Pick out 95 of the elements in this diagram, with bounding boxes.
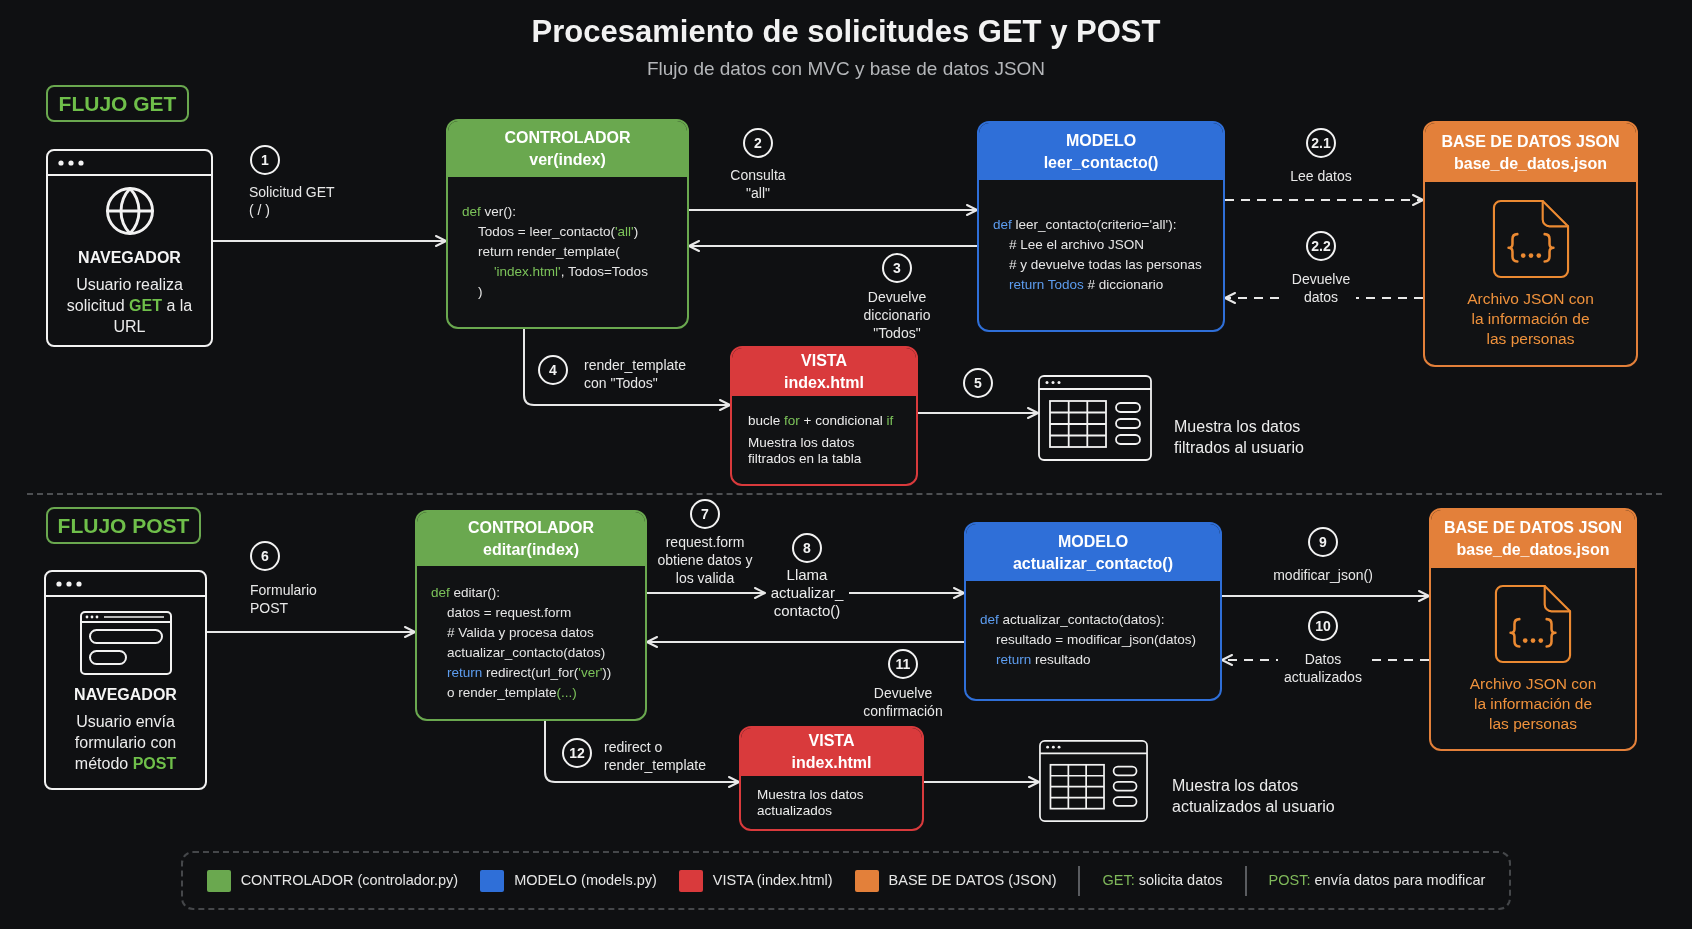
step-text: Llama actualizar_ contacto() (765, 566, 849, 622)
code-line: def ver(): (462, 203, 518, 221)
code-line: return render_template( (477, 243, 621, 261)
code-line: datos = request.form (446, 603, 573, 622)
database-description: Archivo JSON con la información de las personas (1466, 288, 1595, 349)
arrow (646, 636, 965, 648)
arrow (1221, 590, 1430, 602)
table-window-picture (1038, 375, 1152, 461)
code-line: 'index.html', Todos=Todos (493, 263, 649, 281)
function-name: ver(index) (529, 150, 606, 170)
code-line: # Valida y procesa datos (446, 623, 595, 642)
browser-title: NAVEGADOR (74, 685, 177, 705)
code-line: return resultado (995, 651, 1092, 669)
function-name: index.html (791, 753, 872, 773)
model-box (977, 121, 1225, 332)
controller-box (446, 119, 689, 329)
view-description: Muestra los datos filtrados en la tabla (748, 435, 863, 467)
code-line: resultado = modificar_json(datos) (995, 631, 1197, 649)
view-description: Muestra los datos actualizados (757, 786, 865, 819)
arrow (848, 587, 965, 599)
flow-badge: FLUJO POST (46, 507, 201, 544)
step-number: 8 (792, 533, 822, 563)
box-title: CONTROLADOR (467, 518, 595, 538)
code-line: o render_template(...) (446, 683, 578, 702)
view-description: bucle for + condicional if (748, 413, 895, 429)
arrow (688, 240, 978, 252)
function-name: base_de_datos.json (1454, 153, 1607, 174)
browser-title: NAVEGADOR (78, 248, 181, 268)
table-window-picture (1039, 740, 1148, 822)
step-number: 6 (250, 541, 280, 571)
model-box (964, 522, 1222, 701)
arrow (523, 328, 731, 411)
arrow (923, 776, 1040, 788)
box-title: BASE DE DATOS JSON (1441, 131, 1620, 152)
code-line: def leer_contacto(criterio='all'): (993, 216, 1178, 234)
step-number: 4 (538, 355, 568, 385)
arrow (206, 626, 416, 638)
step-number: 5 (963, 368, 993, 398)
browser-description: Usuario realiza solicitud GET a la URL (65, 275, 194, 337)
database-description: Archivo JSON con la información de las personas (1468, 673, 1598, 734)
step-number: 2 (743, 128, 773, 158)
table-caption: Muestra los datos filtrados al usuario (1174, 417, 1305, 458)
code-line: actualizar_contacto(datos) (446, 643, 607, 662)
code-line: ) (477, 283, 484, 301)
code-line: # Lee el archivo JSON (1008, 236, 1146, 254)
step-number: 2.2 (1306, 231, 1336, 261)
subtitle: Flujo de datos con MVC y base de datos JSON (646, 57, 1046, 81)
dashed-arrow (1224, 194, 1424, 206)
legend-text: CONTROLADOR (controlador.py) (240, 870, 459, 890)
code-line: def actualizar_contacto(datos): (980, 611, 1166, 629)
code-line: def editar(): (431, 583, 502, 602)
code-line: return Todos # diccionario (1008, 276, 1165, 294)
database-box (1429, 508, 1637, 751)
arrow (544, 720, 740, 788)
step-number: 12 (562, 738, 592, 768)
box-title: BASE DE DATOS JSON (1443, 518, 1623, 538)
step-number: 2.1 (1306, 128, 1336, 158)
function-name: editar(index) (483, 540, 579, 560)
step-number: 1 (250, 145, 280, 175)
code-line: # y devuelve todas las personas (1008, 256, 1203, 274)
arrow (688, 204, 978, 216)
step-number: 11 (888, 649, 918, 679)
database-box (1423, 121, 1638, 367)
function-name: index.html (784, 373, 864, 393)
view-box (739, 726, 924, 831)
view-box (730, 346, 918, 486)
step-number: 7 (690, 499, 720, 529)
legend-note: GET: solicita datos (1102, 870, 1223, 890)
table-caption: Muestra los datos actualizados al usuario (1172, 776, 1336, 817)
code-line: Todos = leer_contacto('all') (477, 223, 640, 241)
arrow (917, 407, 1039, 419)
diagram-title: Procesamiento de solicitudes GET y POST (531, 13, 1161, 51)
box-title: CONTROLADOR (504, 128, 631, 148)
function-name: actualizar_contacto() (1012, 553, 1173, 574)
legend-text: MODELO (models.py) (514, 870, 657, 890)
legend-text: VISTA (index.html) (712, 870, 833, 890)
step-number: 3 (882, 253, 912, 283)
legend-note: POST: envía datos para modificar (1268, 870, 1486, 890)
box-title: MODELO (1057, 531, 1129, 552)
box-title: VISTA (808, 731, 855, 751)
function-name: base_de_datos.json (1456, 540, 1610, 560)
function-name: leer_contacto() (1043, 152, 1159, 173)
controller-box (415, 510, 647, 721)
box-title: MODELO (1065, 130, 1137, 151)
legend-text: BASE DE DATOS (JSON) (888, 870, 1057, 890)
arrow (646, 587, 766, 599)
step-number: 9 (1308, 527, 1338, 557)
step-number: 10 (1308, 611, 1338, 641)
arrow (212, 235, 447, 247)
code-line: return redirect(url_for('ver')) (446, 663, 613, 682)
browser-description: Usuario envía formulario con método POST (73, 712, 178, 774)
flow-badge: FLUJO GET (46, 85, 189, 122)
box-title: VISTA (801, 351, 847, 371)
browser-window (46, 149, 213, 347)
browser-window (44, 570, 207, 790)
